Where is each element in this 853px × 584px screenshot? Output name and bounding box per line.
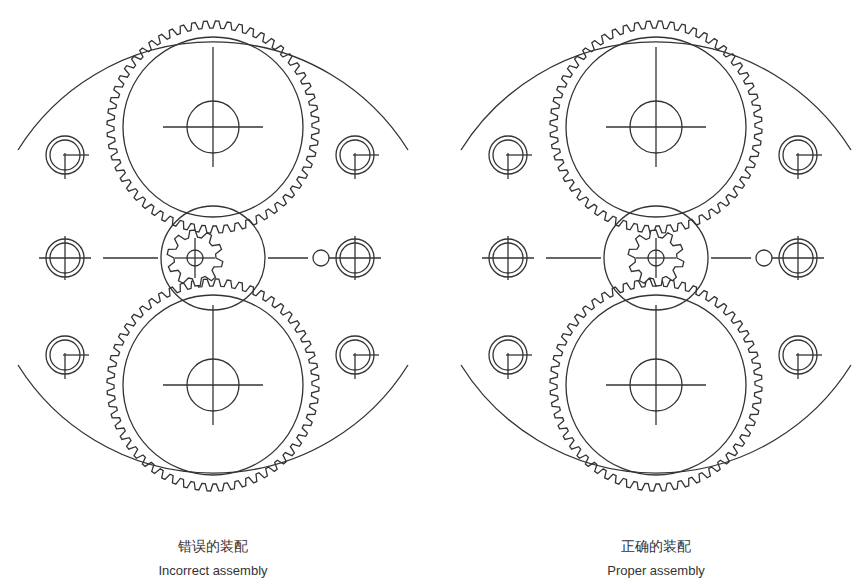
center-line [103, 257, 158, 258]
center-line [506, 154, 532, 155]
large-gear [107, 279, 319, 491]
center-line [655, 258, 656, 278]
large-gear [107, 21, 319, 233]
center-line [354, 236, 355, 280]
center-line [64, 353, 65, 379]
center-line [195, 257, 215, 258]
center-line [507, 236, 508, 280]
center-line [636, 257, 656, 258]
caption-label: 正确的装配 [621, 538, 691, 556]
gear-inner-ring [566, 37, 746, 217]
center-line [175, 257, 195, 258]
center-line [354, 353, 355, 379]
center-line [64, 153, 65, 179]
gear-inner-ring [123, 295, 303, 475]
incorrect-assembly-drawing [18, 21, 408, 491]
center-line [796, 354, 822, 355]
center-line [655, 305, 656, 425]
center-line [212, 305, 213, 425]
gear-inner-ring [566, 295, 746, 475]
center-line [711, 257, 751, 258]
center-line [194, 238, 195, 258]
gear-inner-ring [123, 37, 303, 217]
center-line [656, 257, 676, 258]
center-line [507, 153, 508, 179]
center-line [212, 47, 213, 167]
center-line [354, 153, 355, 179]
center-line [797, 153, 798, 179]
center-line [546, 257, 601, 258]
center-line [507, 353, 508, 379]
idler-gear [167, 230, 223, 286]
caption-label: 错误的装配 [178, 538, 248, 556]
large-gear [550, 21, 762, 233]
center-line [797, 353, 798, 379]
center-line [63, 154, 89, 155]
center-line [268, 257, 308, 258]
center-line [353, 154, 379, 155]
dowel-pin [313, 250, 329, 266]
proper-assembly-drawing [461, 21, 851, 491]
caption-label: Incorrect assembly [158, 563, 267, 578]
idler-gear [628, 230, 684, 286]
dowel-pin [756, 250, 772, 266]
center-line [797, 236, 798, 280]
large-gear [550, 279, 762, 491]
center-line [796, 154, 822, 155]
center-line [63, 354, 89, 355]
center-line [194, 258, 195, 278]
center-line [655, 238, 656, 258]
caption-label: Proper assembly [607, 563, 705, 578]
center-line [64, 236, 65, 280]
center-line [506, 354, 532, 355]
center-line [353, 354, 379, 355]
center-line [655, 47, 656, 167]
